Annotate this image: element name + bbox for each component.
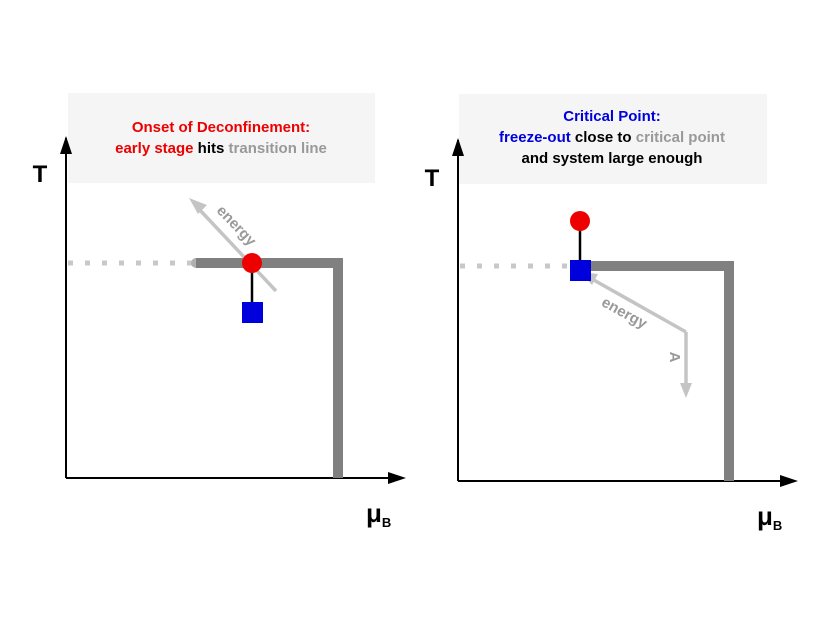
box-subtitle-part: transition line — [229, 140, 327, 157]
box-subtitle-part: early stage — [115, 140, 193, 157]
freeze-out-marker — [242, 302, 263, 323]
box-subtitle-part: close to — [571, 129, 636, 146]
box-title: Onset of Deconfinement: — [132, 119, 310, 136]
x-axis-arrowhead — [388, 472, 406, 484]
x-axis-label: μB — [757, 501, 782, 533]
x-axis-label-sub: B — [382, 515, 391, 530]
energy-arrowhead — [189, 198, 207, 214]
y-axis-label: T — [33, 161, 48, 188]
box-title: Critical Point: — [563, 108, 661, 125]
box-subtitle: freeze-out close to critical point — [499, 129, 725, 146]
a-arrow-label: A — [666, 352, 683, 363]
y-axis-arrowhead — [60, 136, 72, 154]
y-axis-arrowhead — [452, 138, 464, 156]
box-title-part: Onset of Deconfinement: — [132, 119, 310, 136]
box-subtitle: early stage hits transition line — [115, 140, 327, 157]
x-axis-label: μB — [366, 498, 391, 530]
x-axis-label-sub: B — [773, 518, 782, 533]
box-line3: and system large enough — [522, 150, 703, 167]
transition-line — [580, 261, 734, 481]
box-line3-part: and system large enough — [522, 150, 703, 167]
critical-point-marker — [570, 260, 591, 281]
info-box — [459, 94, 767, 184]
transition-line — [196, 258, 343, 478]
early-stage-marker — [242, 253, 262, 273]
box-title-part: Critical Point: — [563, 108, 661, 125]
early-stage-marker — [570, 211, 590, 231]
x-axis-label-mu: μ — [757, 501, 773, 531]
box-subtitle-part: critical point — [636, 129, 725, 146]
y-axis-label: T — [425, 165, 440, 192]
energy-arrow-line — [591, 277, 687, 334]
x-axis-label-mu: μ — [366, 498, 382, 528]
x-axis-arrowhead — [780, 475, 798, 487]
box-subtitle-part: hits — [194, 140, 229, 157]
panel-critical-point: Critical Point: freeze-out close to crit… — [425, 94, 798, 533]
panel-deconfinement: Onset of Deconfinement: early stage hits… — [33, 93, 406, 530]
a-arrowhead — [680, 383, 692, 398]
box-subtitle-part: freeze-out — [499, 129, 571, 146]
energy-arrow-label: energy — [213, 202, 260, 250]
info-box — [68, 93, 375, 183]
energy-arrow-line — [196, 206, 278, 293]
energy-arrow-label: energy — [599, 294, 651, 333]
